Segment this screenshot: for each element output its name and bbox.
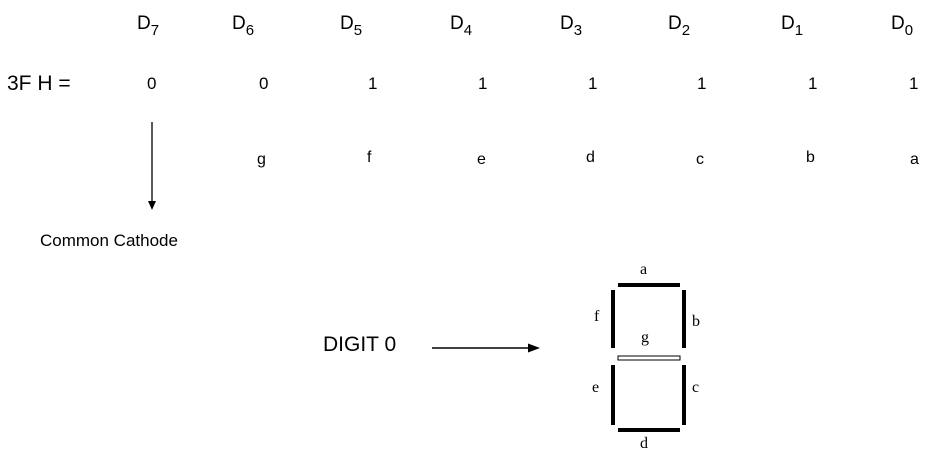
segment-map-g: g [257, 151, 266, 168]
bit-header-d1: D1 [781, 13, 804, 39]
bit-value-d4: 1 [478, 74, 488, 93]
segment-e [611, 365, 615, 425]
bit-header-d0: D0 [891, 13, 914, 39]
display-label-a: a [640, 261, 648, 278]
display-label-b: b [692, 313, 700, 330]
display-label-d: d [640, 435, 648, 452]
bit-value-d6: 0 [259, 74, 269, 93]
bit-value-d1: 1 [808, 74, 818, 93]
segment-map-d: d [586, 149, 595, 166]
segment-d [618, 428, 680, 432]
right-arrow-icon [432, 343, 540, 353]
bit-value-d0: 1 [909, 74, 919, 93]
down-arrow-icon [148, 122, 156, 210]
segment-map-b: b [806, 149, 815, 166]
segment-g [617, 355, 681, 361]
segment-a [618, 283, 680, 287]
seven-segment-display [611, 283, 686, 432]
segment-c [682, 365, 686, 425]
display-label-c: c [692, 379, 700, 396]
hex-value-label: 3F H = [7, 72, 71, 95]
segment-map-c: c [696, 151, 704, 168]
bit-value-d2: 1 [697, 74, 707, 93]
segment-map-e: e [477, 151, 486, 168]
bit-header-d5: D5 [340, 13, 363, 39]
display-label-g: g [641, 329, 649, 346]
display-label-f: f [594, 308, 600, 325]
common-cathode-label: Common Cathode [40, 231, 178, 250]
segment-f [611, 290, 615, 348]
digit-label: DIGIT 0 [323, 333, 397, 356]
bit-value-d3: 1 [588, 74, 598, 93]
bit-header-d4: D4 [450, 13, 473, 39]
segment-b [682, 290, 686, 348]
bit-header-d3: D3 [560, 13, 583, 39]
bit-header-d2: D2 [668, 13, 691, 39]
segment-map-a: a [910, 151, 919, 168]
segment-map-f: f [367, 149, 372, 166]
bit-value-d7: 0 [147, 74, 157, 93]
bit-header-d6: D6 [232, 13, 255, 39]
bit-header-d7: D7 [137, 13, 160, 39]
bit-value-d5: 1 [368, 74, 378, 93]
display-label-e: e [592, 379, 600, 396]
